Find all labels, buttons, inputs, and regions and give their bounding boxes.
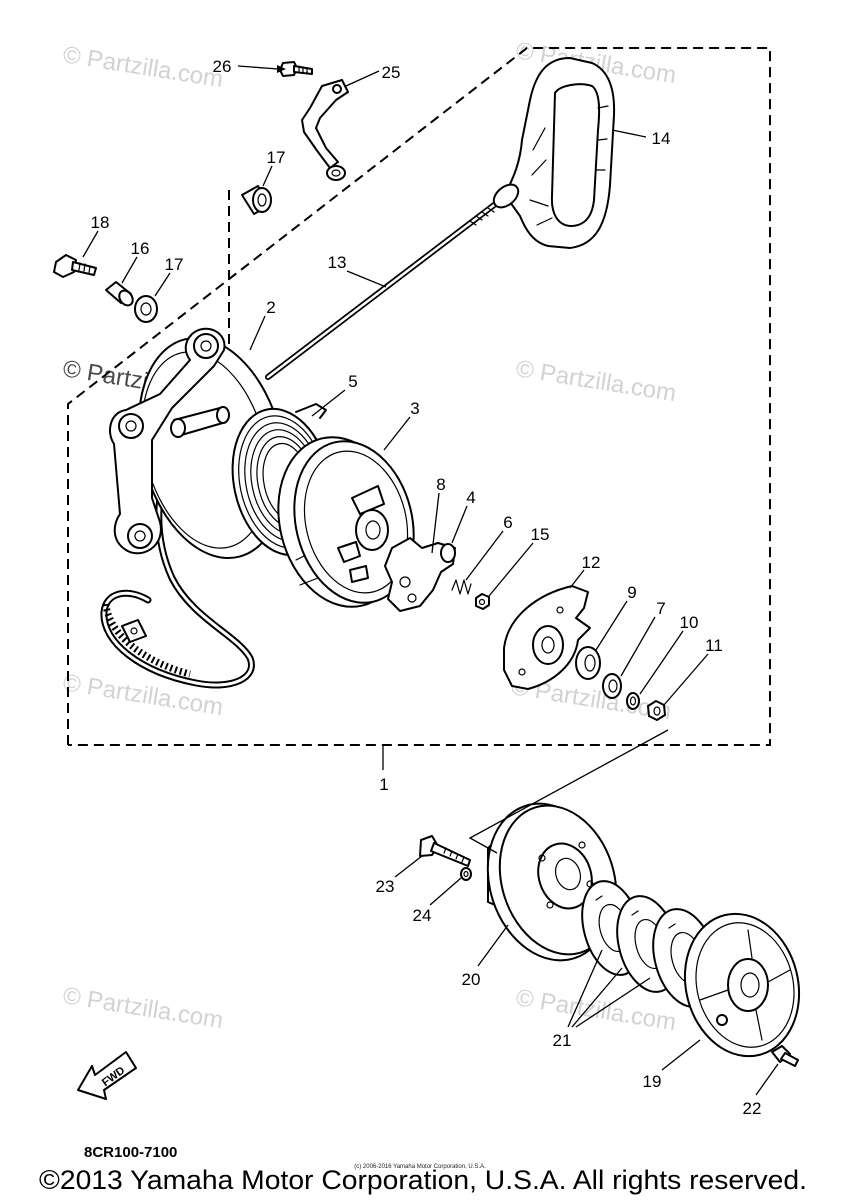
callout-13: 13 xyxy=(328,253,347,272)
part-20-drive-plate xyxy=(486,802,618,962)
part-17-collar-top xyxy=(241,185,272,215)
callout-20: 20 xyxy=(462,970,481,989)
part-14-handle xyxy=(492,57,616,249)
part-17-bushing xyxy=(134,295,158,323)
callout-12: 12 xyxy=(582,553,601,572)
part-4-ratchet xyxy=(384,537,456,612)
callout-7: 7 xyxy=(656,599,665,618)
callout-17-top: 17 xyxy=(267,148,286,167)
part-16-collar xyxy=(105,281,134,307)
watermark: © Partzilla.com xyxy=(61,41,225,93)
callout-1: 1 xyxy=(379,775,388,794)
part-13-rope xyxy=(265,199,501,380)
small-credit: (c) 2006-2016 Yamaha Motor Corporation, … xyxy=(354,1164,486,1170)
callout-25: 25 xyxy=(382,63,401,82)
part-19-cover xyxy=(683,912,801,1058)
watermark: © Partzilla.com xyxy=(514,355,678,407)
part-11-nut xyxy=(647,700,666,721)
copyright: ©2013 Yamaha Motor Corporation, U.S.A. A… xyxy=(39,1165,807,1195)
callout-5: 5 xyxy=(348,372,357,391)
callout-10: 10 xyxy=(680,613,699,632)
part-22-screw xyxy=(771,1045,799,1067)
callout-14: 14 xyxy=(652,129,671,148)
callout-3: 3 xyxy=(410,399,419,418)
watermark: © Partzilla.com xyxy=(61,669,225,721)
callout-11: 11 xyxy=(705,636,723,655)
part-9-washer xyxy=(575,646,601,680)
callout-2: 2 xyxy=(266,298,275,317)
part-26-bolt xyxy=(279,61,313,77)
part-7-washer xyxy=(602,673,622,699)
callout-23: 23 xyxy=(376,877,395,896)
callout-16: 16 xyxy=(131,239,150,258)
part-18-bolt xyxy=(53,254,97,278)
callouts: 26 25 17 14 18 16 17 13 2 5 3 8 4 6 15 1… xyxy=(91,57,762,1118)
diagram-code: 8CR100-7100 xyxy=(84,1144,177,1161)
part-25-bracket xyxy=(301,79,349,181)
watermark: © Partzilla.com xyxy=(61,982,225,1034)
callout-24: 24 xyxy=(413,906,432,925)
callout-8: 8 xyxy=(436,475,445,494)
assembly-1-outline xyxy=(67,47,771,746)
part-23-bolt xyxy=(419,835,471,867)
part-15-nut xyxy=(475,593,490,610)
part-10-washer xyxy=(626,692,640,710)
callout-21: 21 xyxy=(553,1031,572,1050)
callout-26: 26 xyxy=(213,57,232,76)
callout-19: 19 xyxy=(643,1072,662,1091)
part-6-spring xyxy=(451,579,472,595)
callout-6: 6 xyxy=(503,513,512,532)
callout-18: 18 xyxy=(91,213,110,232)
part-12-plate xyxy=(503,585,591,690)
callout-17-lower: 17 xyxy=(165,255,184,274)
callout-4: 4 xyxy=(466,488,475,507)
part-2-cable xyxy=(100,440,255,689)
callout-15: 15 xyxy=(531,525,550,544)
fwd-arrow-icon: FWD xyxy=(77,1051,137,1100)
part-3-reel xyxy=(277,436,415,608)
callout-22: 22 xyxy=(743,1099,762,1118)
leader-lines xyxy=(82,65,779,1096)
callout-9: 9 xyxy=(627,583,636,602)
part-24-washer xyxy=(460,867,472,881)
